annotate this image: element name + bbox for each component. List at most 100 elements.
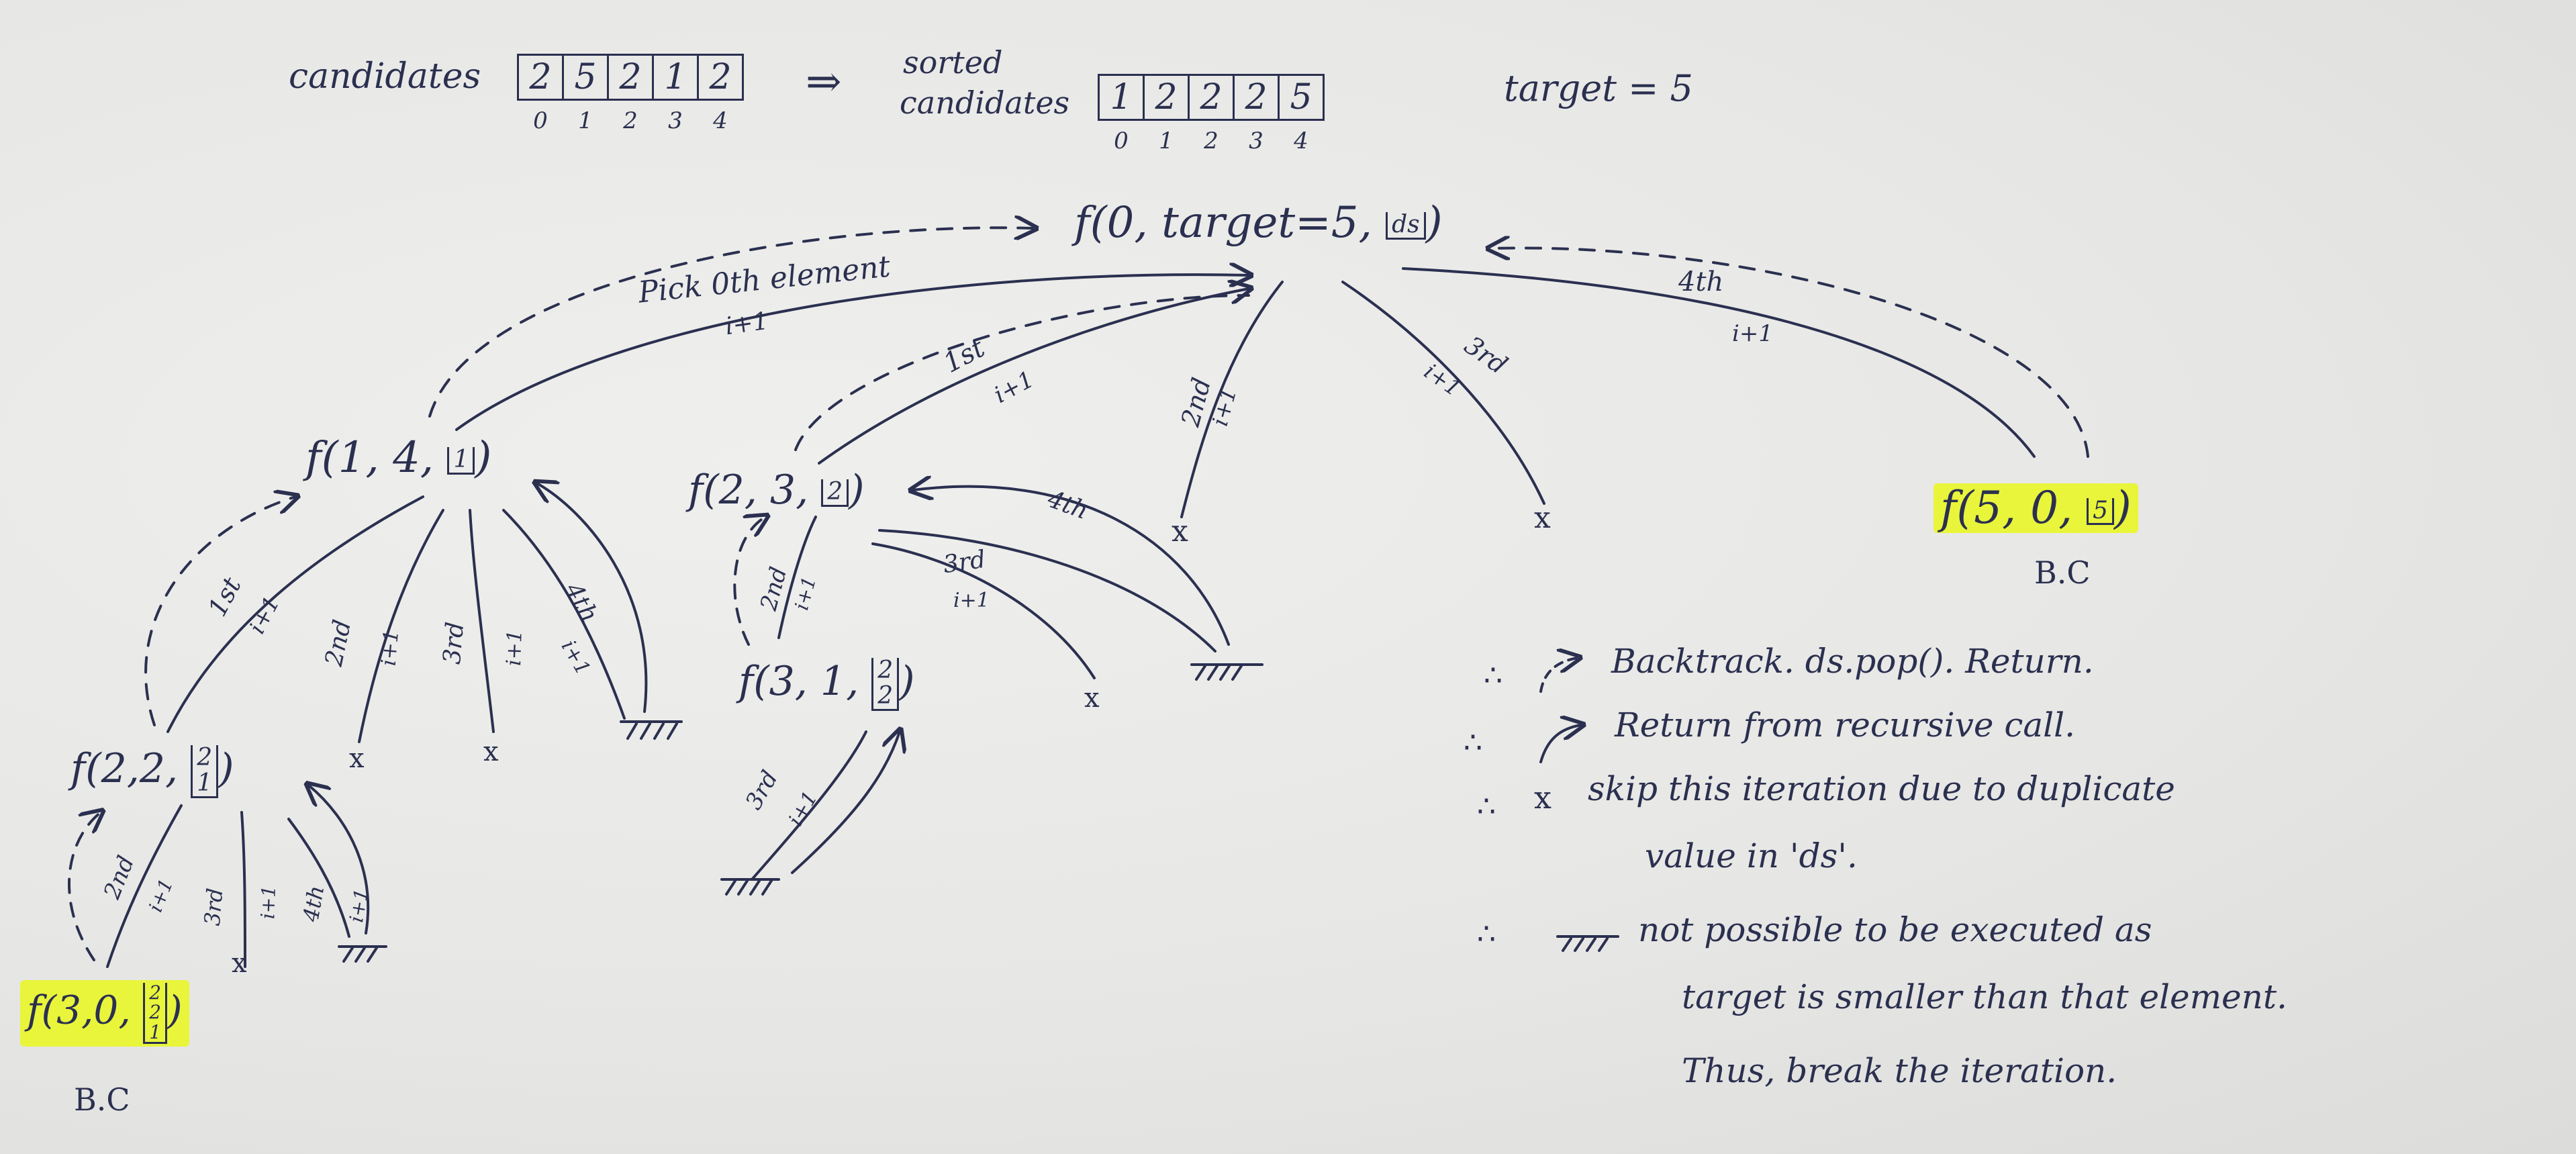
legend-break-text-3: Thus, break the iteration.	[1682, 1051, 2117, 1090]
ds-item: 2	[877, 657, 894, 684]
sorted-cell: 2	[1143, 74, 1190, 121]
ds-box: ds	[1386, 212, 1426, 240]
node-root-close: )	[1425, 198, 1443, 248]
edge-n1-4th-b	[502, 509, 626, 720]
node-close: )	[167, 987, 183, 1033]
legend-skip-text-2: value in 'ds'.	[1645, 836, 1858, 875]
edge-label-i-plus-1: i+1	[723, 307, 771, 341]
sorted-cell: 1	[1098, 74, 1145, 121]
edge-n2-n5	[777, 516, 817, 639]
ds-box: 2	[821, 479, 849, 507]
node-text: f(3,0,	[27, 987, 144, 1033]
sorted-index: 3	[1249, 128, 1263, 154]
backtrack-n3-root	[1490, 248, 2089, 458]
edge-n1-n4	[166, 495, 424, 733]
sorted-index: 2	[1204, 128, 1219, 154]
edge-n4-n6	[106, 804, 183, 968]
candidate-cell: 1	[652, 54, 699, 101]
edge-root-4th	[1402, 267, 2036, 458]
node-root-text: f(0, target=5,	[1074, 198, 1386, 248]
sorted-cell: 2	[1188, 74, 1235, 121]
backtrack-n1-root	[428, 228, 1034, 418]
edge-label-3rd: 3rd	[438, 620, 470, 666]
candidate-cell: 2	[697, 54, 744, 101]
node-f-2-3: f(2, 3, 2)	[688, 470, 865, 510]
node-text: f(2, 3,	[688, 467, 822, 514]
edge-label-i-plus-1: i+1	[377, 628, 404, 667]
edge-n1-2nd	[358, 509, 444, 743]
edge-label-3rd: 3rd	[199, 887, 228, 927]
edge-n4-4th	[309, 785, 370, 934]
edge-n4-4th-b	[287, 818, 350, 938]
edge-n2-3rd	[871, 542, 1096, 679]
node-close: )	[899, 657, 915, 705]
edge-root-n1	[455, 275, 1249, 431]
edge-root-3rd	[1341, 281, 1545, 505]
legend-bullet: ∴	[1477, 917, 1496, 951]
edge-label-3rd: 3rd	[941, 545, 988, 579]
legend-backtrack-icon	[1539, 658, 1578, 693]
sorted-index: 0	[1114, 128, 1129, 154]
ds-item: 1	[149, 1020, 162, 1043]
ds-box: 1	[447, 447, 475, 475]
legend-bullet: ∴	[1484, 659, 1502, 693]
node-close: )	[2113, 482, 2132, 534]
sorted-label: sorted	[903, 44, 1003, 81]
sorted-cell: 5	[1278, 74, 1325, 121]
sorted-cell: 2	[1233, 74, 1280, 121]
node-close: )	[218, 744, 234, 792]
ds-item: 2	[877, 681, 894, 710]
legend-bullet: ∴	[1477, 789, 1496, 824]
skip-mark: x	[232, 948, 247, 979]
sorted-index: 4	[1294, 128, 1308, 154]
node-text: f(1, 4,	[305, 433, 448, 483]
backtrack-n2-root	[794, 294, 1250, 451]
edge-label-i-plus-1: i+1	[1732, 320, 1773, 347]
edge-label-i-plus-1: i+1	[953, 589, 990, 612]
legend-return-text: Return from recursive call.	[1615, 706, 2076, 744]
node-root: f(0, target=5, ds)	[1074, 201, 1443, 244]
backtrack-n5-n2	[733, 517, 765, 646]
edge-root-n2	[818, 289, 1249, 465]
edge-label-4th: 4th	[297, 883, 330, 924]
edge-root-2nd	[1180, 281, 1284, 518]
edge-n1-3rd	[469, 509, 495, 733]
ds-item: 2	[149, 981, 162, 1004]
node-text: f(3, 1,	[738, 657, 872, 705]
skip-mark: x	[1172, 514, 1188, 548]
edge-n2-4th-b	[878, 529, 1217, 653]
candidate-cell: 2	[607, 54, 654, 101]
backtrack-n4-n1	[144, 497, 295, 726]
legend-backtrack-text: Backtrack. ds.pop(). Return.	[1611, 642, 2094, 681]
edge-n5-3rd	[751, 730, 867, 881]
edge-label-4th: 4th	[1678, 267, 1724, 297]
candidate-index: 4	[713, 107, 728, 134]
ds-item: 1	[197, 769, 213, 797]
candidate-index: 3	[668, 107, 683, 134]
candidate-cell: 2	[517, 54, 564, 101]
edge-label-i-plus-1: i+1	[345, 887, 373, 924]
sorted-label-2: candidates	[900, 85, 1070, 121]
candidate-index: 1	[578, 107, 593, 134]
candidate-cell: 5	[562, 54, 609, 101]
base-case-label: B.C	[74, 1081, 130, 1118]
backtrack-n6-n4	[68, 812, 101, 961]
edge-n2-4th	[913, 487, 1230, 646]
implies-arrow-icon: ⇒	[806, 57, 842, 107]
node-text: f(2,2,	[70, 744, 191, 792]
node-close: )	[475, 433, 492, 483]
legend-skip-text: skip this iteration due to duplicate	[1588, 769, 2175, 808]
skip-mark: x	[349, 743, 365, 774]
node-close: )	[849, 467, 865, 514]
sorted-index: 1	[1159, 128, 1174, 154]
target-label: target = 5	[1504, 67, 1693, 109]
candidate-index: 0	[533, 107, 548, 134]
candidates-label: candidates	[289, 56, 481, 97]
